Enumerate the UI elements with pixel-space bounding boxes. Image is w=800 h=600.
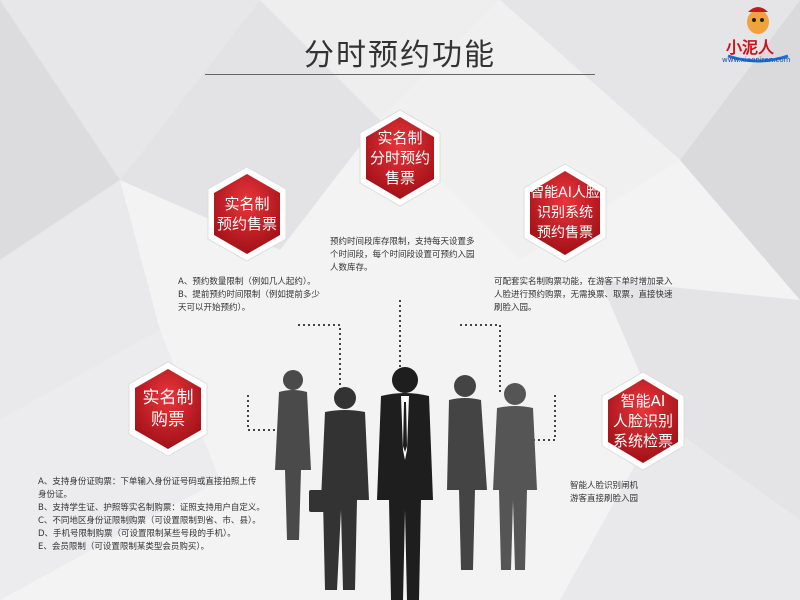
hex-realname-ticket: 实名制 购票 bbox=[125, 360, 211, 458]
desc-ai-face-reservation: 可配套实名制购票功能，在游客下单时增加录入 人脸进行预约购票，无需换票、取票，直… bbox=[494, 277, 673, 313]
hex-label: 实名制 预约售票 bbox=[216, 195, 277, 233]
hex-label: 实名制 购票 bbox=[142, 388, 194, 430]
desc-realname-reservation: A、预约数量限制（例如几人起约）。 B、提前预约时间限制（例如提前多少 天可以开… bbox=[178, 277, 320, 313]
page-title: 分时预约功能 bbox=[304, 38, 496, 73]
brand-logo-icon bbox=[727, 7, 789, 63]
logo-name: 小泥人 bbox=[726, 38, 775, 57]
title-divider bbox=[205, 74, 595, 75]
hex-ai-face-reservation: 智能AI人脸 识别系统 预约售票 bbox=[520, 162, 610, 264]
hex-label: 实名制 分时预约 售票 bbox=[369, 129, 430, 187]
hex-timed-reservation: 实名制 分时预约 售票 bbox=[356, 108, 444, 208]
logo-url: www.xiaoniren.com bbox=[722, 56, 791, 64]
hex-label: 智能AI 人脸识别 系统检票 bbox=[612, 392, 673, 450]
hex-realname-reservation: 实名制 预约售票 bbox=[204, 165, 290, 263]
business-people-illustration bbox=[275, 367, 537, 600]
desc-ai-face-checkin: 智能人脸识别闸机 游客直接刷脸入园 bbox=[570, 481, 639, 504]
desc-realname-ticket: A、支持身份证购票：下单输入身份证号码或直接拍照上传 身份证。 B、支持学生证、… bbox=[38, 477, 265, 552]
hex-label: 智能AI人脸 识别系统 预约售票 bbox=[530, 185, 600, 241]
hex-ai-face-checkin: 智能AI 人脸识别 系统检票 bbox=[598, 370, 688, 472]
desc-timed-reservation: 预约时间段库存限制，支持每天设置多 个时间段，每个时间段设置可预约入园 人数库存… bbox=[330, 237, 475, 273]
